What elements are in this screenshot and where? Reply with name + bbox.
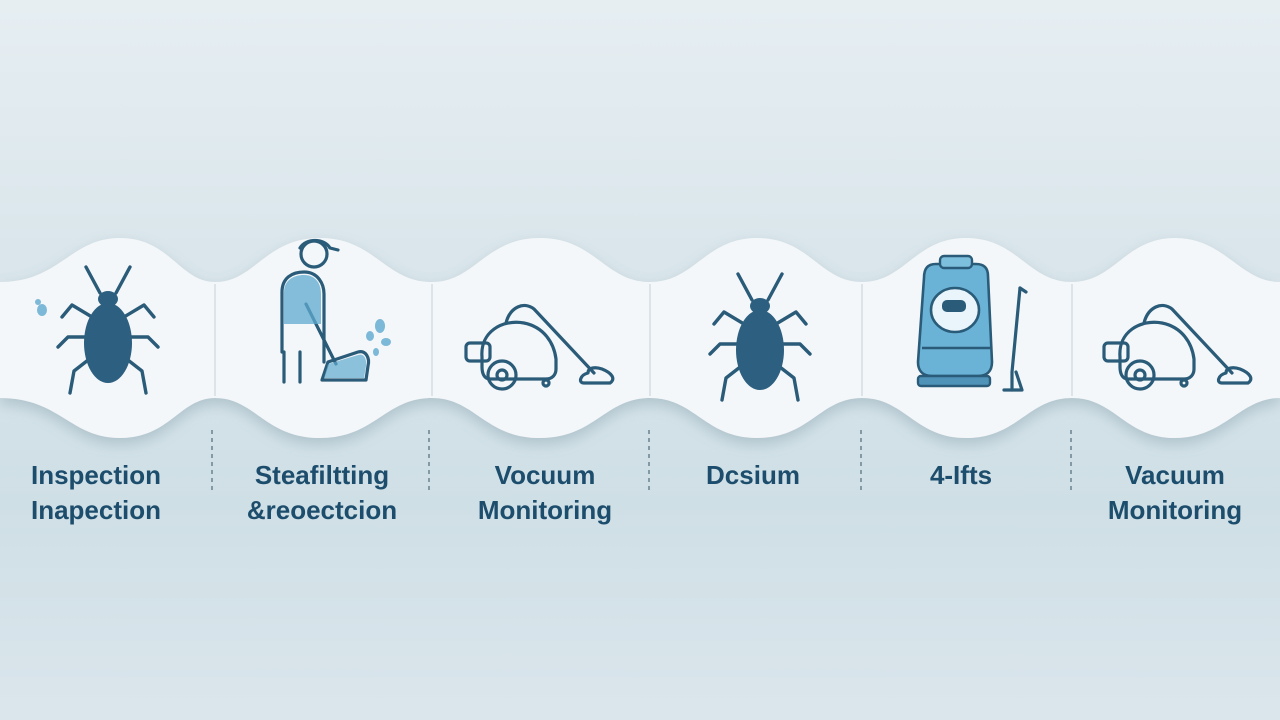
ribbon-band bbox=[0, 238, 1280, 438]
step-label-line: 4-Ifts bbox=[929, 460, 993, 490]
step-separator bbox=[1070, 430, 1072, 492]
step-label-2: Steafiltting &reoectcion bbox=[222, 458, 422, 528]
bed-bug-icon bbox=[35, 265, 160, 395]
step-label-3: Vocuum Monitoring bbox=[445, 458, 645, 528]
step-label-6: Vacuum Monitoring bbox=[1075, 458, 1275, 528]
ribbon-dividers bbox=[214, 284, 1073, 396]
step-label-line: Inspection bbox=[30, 460, 161, 490]
step-separator bbox=[428, 430, 430, 492]
step-label-5: 4-Ifts bbox=[861, 458, 1061, 493]
step-separator bbox=[648, 430, 650, 492]
step-label-line: &reoectcion bbox=[246, 495, 398, 525]
step-label-1: Inspection Inapection bbox=[0, 458, 196, 528]
step-label-4: Dcsium bbox=[653, 458, 853, 493]
step-label-line: Vacuum bbox=[1125, 460, 1225, 490]
step-label-line: Steafiltting bbox=[254, 460, 390, 490]
step-label-line: Dcsium bbox=[706, 460, 800, 490]
step-separator bbox=[211, 430, 213, 492]
step-label-line: Monitoring bbox=[477, 495, 613, 525]
step-label-line: Vocuum bbox=[494, 460, 596, 490]
step-separator bbox=[860, 430, 862, 492]
step-label-line: Inapection bbox=[30, 495, 161, 525]
step-label-line: Monitoring bbox=[1107, 495, 1243, 525]
